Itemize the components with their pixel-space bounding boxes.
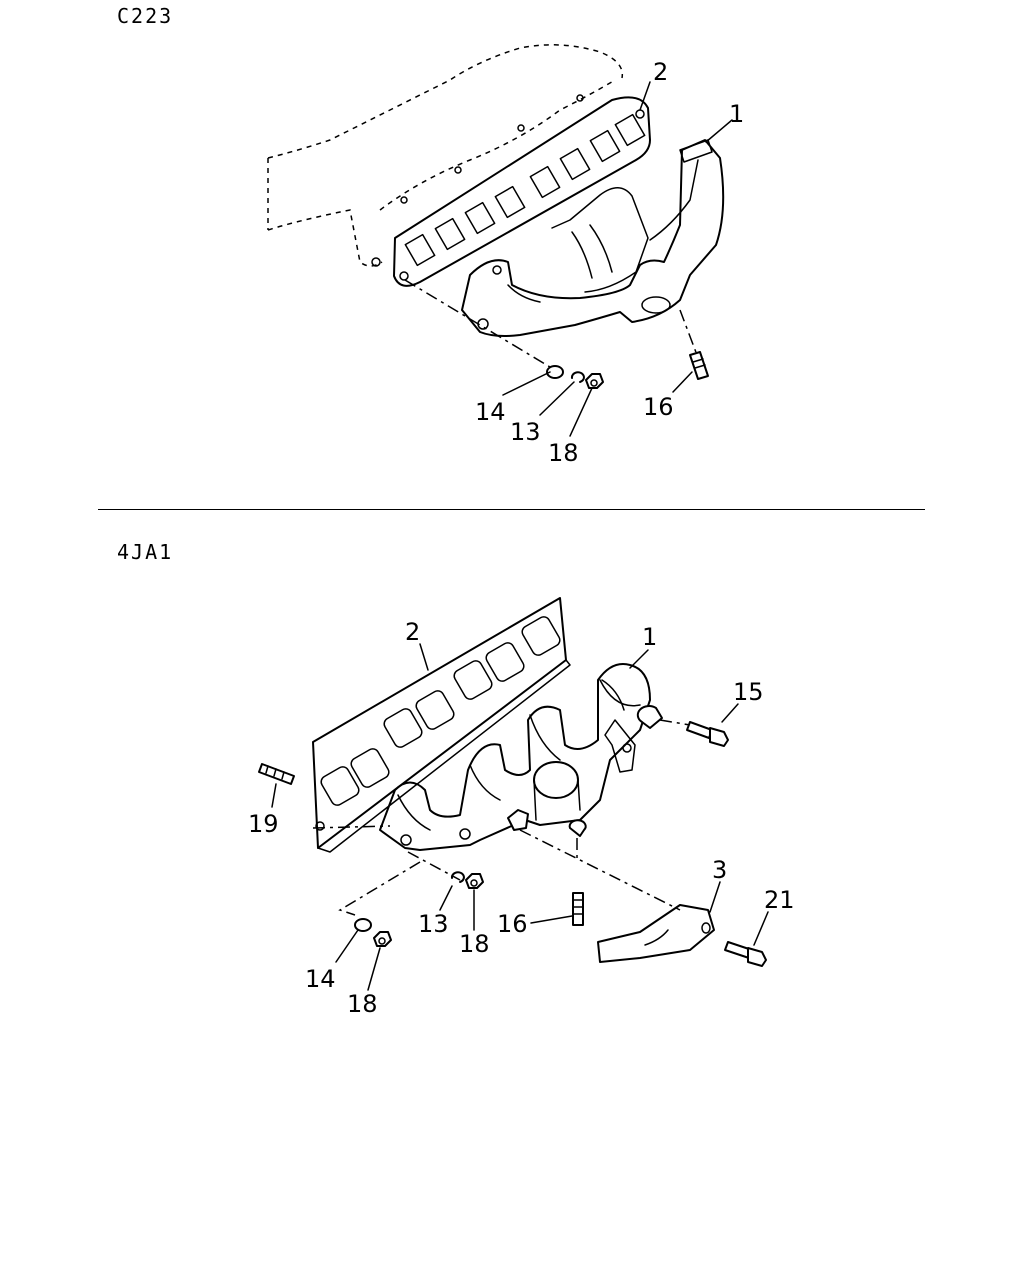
callout-18b: 18 [347,990,378,1018]
stud-part-19 [258,763,295,785]
callout-13: 13 [418,910,449,938]
callout-16: 16 [643,393,674,421]
callout-13: 13 [510,418,541,446]
washer-part-14 [546,365,564,379]
callout-15: 15 [733,678,764,706]
stud-part-16 [689,351,709,380]
callout-18: 18 [548,439,579,467]
bolt-part-21 [724,941,767,967]
section-divider [98,509,925,510]
callout-2: 2 [405,618,420,646]
lock-washer-part-13 [570,371,585,383]
stud-part-16 [572,892,584,926]
washer-part-14 [354,918,372,932]
callout-1: 1 [729,100,744,128]
lock-washer-part-13 [450,871,465,883]
section-code-c223: C223 [117,4,174,28]
diagram-4ja1: 2 1 15 19 13 18 16 3 21 14 18 [248,597,795,1018]
exhaust-manifold-part-1 [461,139,725,337]
bracket-part-3 [597,904,715,963]
callout-16: 16 [497,910,528,938]
exhaust-gasket-part-2 [393,96,651,287]
callout-19: 19 [248,810,279,838]
nut-part-18b [373,931,392,947]
nut-part-18 [465,873,484,889]
callout-1: 1 [642,623,657,651]
callout-3: 3 [712,856,727,884]
callout-14: 14 [475,398,506,426]
callout-2: 2 [653,58,668,86]
exhaust-manifold-part-1 [379,663,663,851]
callout-18: 18 [459,930,490,958]
section-code-4ja1: 4JA1 [117,540,174,564]
callout-14: 14 [305,965,336,993]
nut-part-18 [585,373,604,389]
callout-21: 21 [764,886,795,914]
diagram-c223: 2 1 14 13 18 16 [267,44,744,467]
engine-block-outline [267,44,624,267]
bolt-part-15 [686,721,729,747]
exhaust-gasket-part-2 [312,597,571,853]
